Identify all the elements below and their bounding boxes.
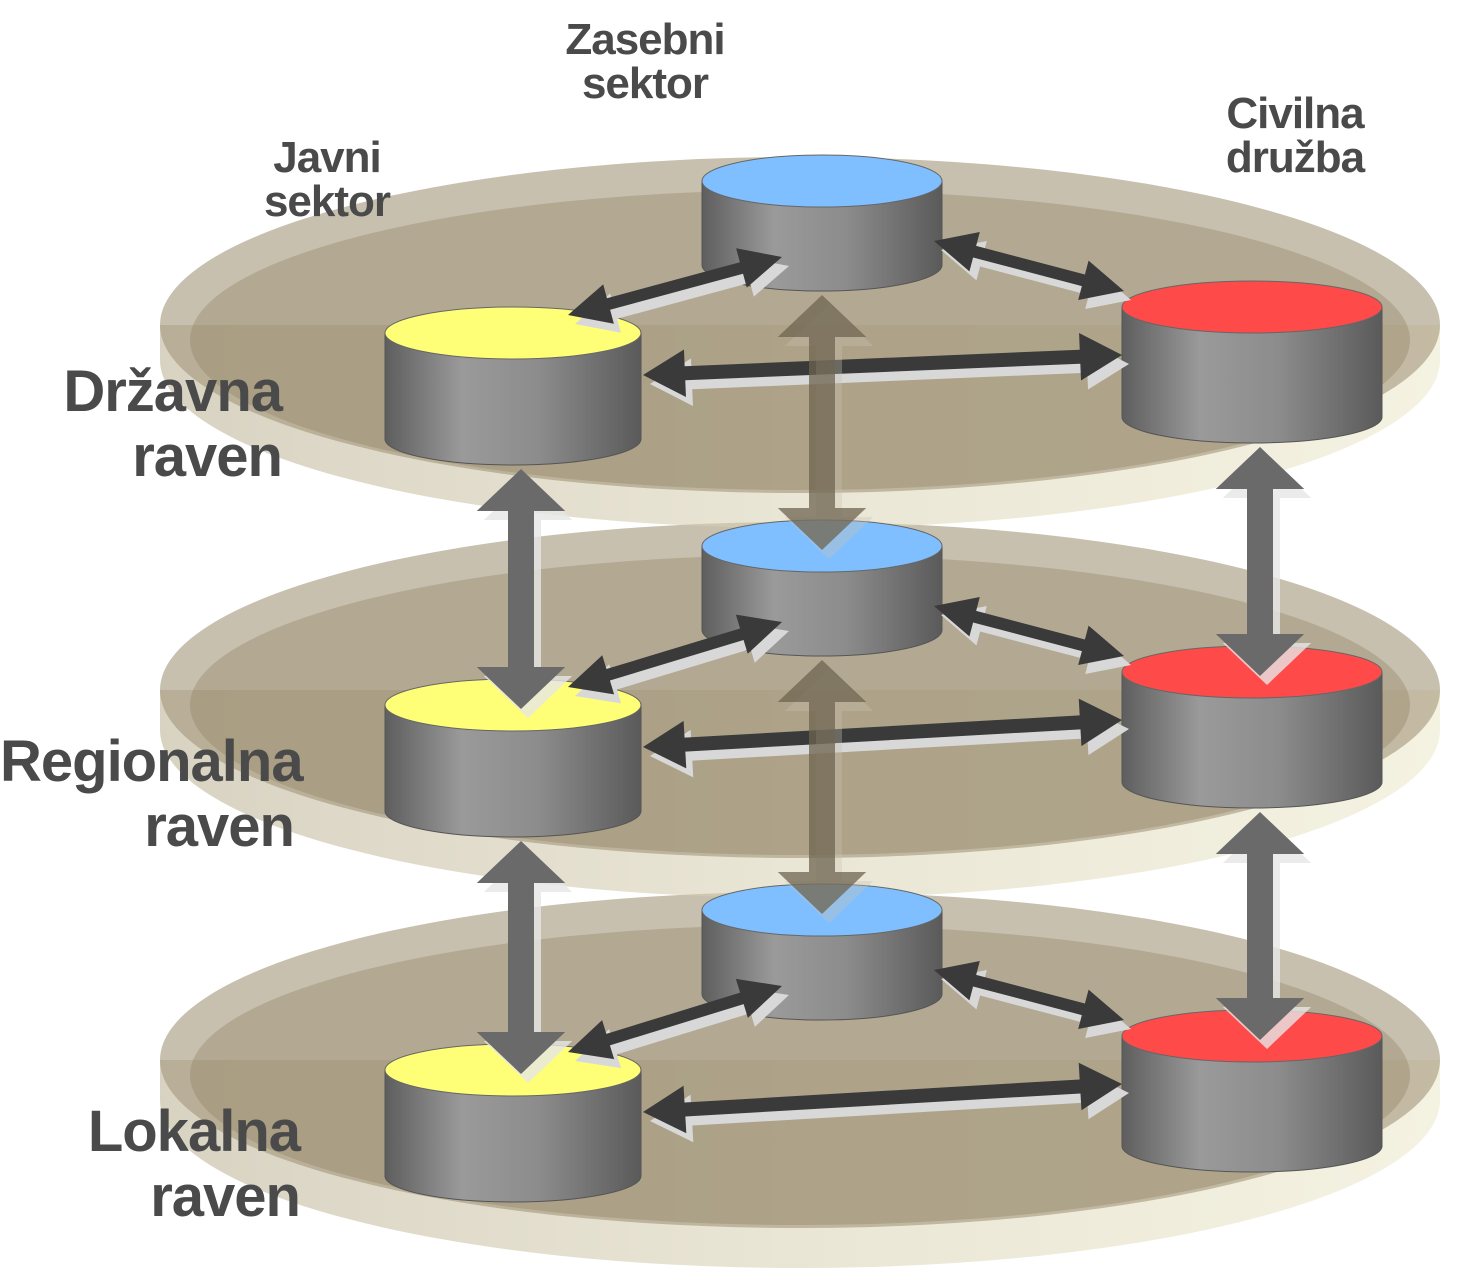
horizontal-arrows bbox=[568, 231, 1131, 1143]
arrow-private-civil-regional bbox=[934, 596, 1131, 675]
arrow-shadow bbox=[575, 257, 789, 333]
arrow-public-private-local bbox=[568, 978, 789, 1069]
sector-label-public-line1: Javni bbox=[273, 133, 382, 182]
arrow-shadow bbox=[575, 623, 789, 704]
node-public-national bbox=[384, 306, 642, 466]
arrow-body bbox=[568, 614, 782, 695]
arrow-vertical-private-national-regional bbox=[777, 295, 874, 559]
node-public-regional bbox=[384, 678, 642, 838]
arrow-shadow bbox=[575, 987, 789, 1069]
node-side bbox=[1121, 671, 1383, 809]
arrow-shadow bbox=[650, 1071, 1129, 1143]
arrow-vertical-civil-regional-local bbox=[1215, 812, 1312, 1049]
sector-label-civil-line2: družba bbox=[1225, 133, 1365, 182]
arrow-body bbox=[934, 596, 1124, 666]
arrow-body bbox=[777, 295, 867, 550]
arrow-body bbox=[777, 660, 867, 914]
level-label-national-line1: Državna bbox=[63, 359, 283, 424]
level-label-regional-line1: Regionalna bbox=[0, 729, 304, 794]
arrow-vertical-private-regional-local bbox=[777, 660, 874, 923]
arrow-vertical-civil-national-regional bbox=[1215, 447, 1312, 685]
level-label-local-line1: Lokalna bbox=[87, 1099, 301, 1164]
level-label-regional: Regionalna raven bbox=[0, 729, 304, 860]
level-label-national-line2: raven bbox=[132, 423, 283, 489]
arrow-vertical-public-national-regional bbox=[476, 469, 573, 718]
node-civil-national bbox=[1121, 280, 1383, 444]
sector-label-public: Javni sektor bbox=[227, 136, 427, 224]
arrow-private-civil-local bbox=[934, 960, 1131, 1039]
sector-label-civil: Civilna družba bbox=[1195, 92, 1395, 180]
arrow-public-private-national bbox=[568, 248, 789, 333]
node-civil-regional bbox=[1121, 645, 1383, 809]
arrow-public-civil-national bbox=[643, 332, 1129, 407]
level-label-local: Lokalna raven bbox=[0, 1099, 301, 1230]
node-side bbox=[1121, 306, 1383, 444]
sector-label-private-line2: sektor bbox=[581, 59, 709, 108]
arrow-shadow bbox=[650, 707, 1129, 778]
sector-label-private: Zasebni sektor bbox=[545, 18, 745, 106]
sector-label-private-line1: Zasebni bbox=[565, 15, 725, 64]
arrow-body bbox=[476, 841, 566, 1074]
sector-label-civil-line1: Civilna bbox=[1226, 89, 1364, 138]
arrow-shadow bbox=[650, 341, 1129, 407]
node-top bbox=[701, 154, 943, 208]
node-top bbox=[384, 306, 642, 360]
arrow-public-civil-local bbox=[643, 1062, 1129, 1143]
arrow-body bbox=[1215, 447, 1305, 676]
node-side bbox=[1121, 1035, 1383, 1173]
node-side bbox=[384, 332, 642, 466]
node-public-local bbox=[384, 1043, 642, 1203]
arrow-body bbox=[934, 960, 1124, 1030]
arrow-body bbox=[568, 978, 782, 1060]
level-label-regional-line2: raven bbox=[144, 793, 295, 859]
arrow-private-civil-national bbox=[934, 231, 1131, 310]
arrow-body bbox=[934, 231, 1124, 301]
arrow-body bbox=[568, 248, 782, 324]
arrow-body bbox=[643, 698, 1122, 769]
vertical-arrows bbox=[476, 295, 1312, 1083]
sector-nodes bbox=[384, 154, 1383, 1203]
arrow-public-private-regional bbox=[568, 614, 789, 704]
node-civil-local bbox=[1121, 1009, 1383, 1173]
node-side bbox=[384, 704, 642, 838]
arrow-body bbox=[476, 469, 566, 709]
arrow-vertical-public-regional-local bbox=[476, 841, 573, 1083]
node-side bbox=[384, 1069, 642, 1203]
arrow-public-civil-regional bbox=[643, 698, 1129, 778]
arrow-body bbox=[643, 1062, 1122, 1134]
level-label-national: Državna raven bbox=[0, 359, 283, 490]
level-label-local-line2: raven bbox=[150, 1163, 301, 1229]
arrow-body bbox=[1215, 812, 1305, 1040]
arrow-body bbox=[643, 332, 1122, 398]
node-top bbox=[1121, 280, 1383, 334]
sector-label-public-line2: sektor bbox=[263, 177, 391, 226]
